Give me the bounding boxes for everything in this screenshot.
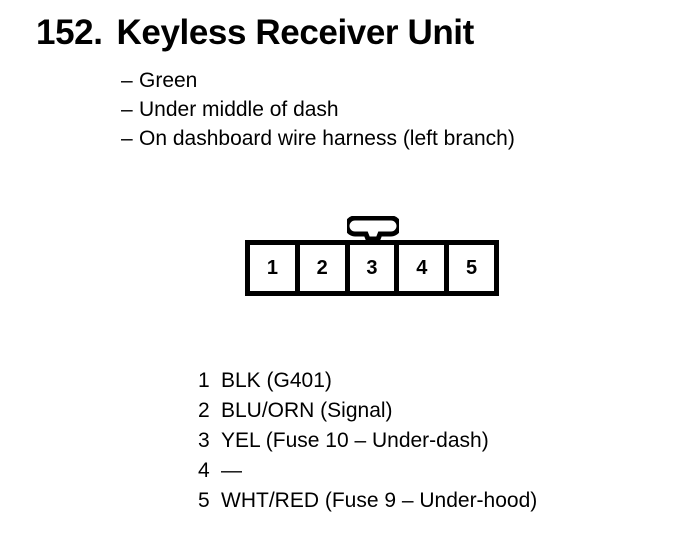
pin-legend-description: WHT/RED (Fuse 9 – Under-hood) — [221, 489, 538, 512]
pin-legend-number: 3 — [198, 429, 210, 452]
note-text: Green — [139, 69, 198, 92]
connector-diagram: 1 2 3 4 5 — [245, 216, 499, 296]
pin-legend-description: BLU/ORN (Signal) — [221, 399, 393, 422]
note-dash-icon: – — [121, 98, 133, 121]
connector-pin-2: 2 — [299, 245, 350, 291]
pin-number-label: 5 — [466, 257, 478, 279]
pin-legend-row: 2 BLU/ORN (Signal) — [198, 396, 537, 426]
pin-number-label: 3 — [366, 257, 378, 279]
note-dash-icon: – — [121, 127, 133, 150]
pin-legend-row: 3 YEL (Fuse 10 – Under-dash) — [198, 426, 537, 456]
note-dash-icon: – — [121, 69, 133, 92]
page-title-number: 152. — [36, 13, 103, 52]
page-title: 152. Keyless Receiver Unit — [36, 12, 474, 54]
location-note-item: –Under middle of dash — [121, 95, 515, 124]
pin-legend-row: 1 BLK (G401) — [198, 366, 537, 396]
page-title-name: Keyless Receiver Unit — [116, 13, 475, 52]
pin-legend-row: 4 — — [198, 456, 537, 486]
pin-legend-row: 5 WHT/RED (Fuse 9 – Under-hood) — [198, 486, 537, 516]
pin-legend-description: YEL (Fuse 10 – Under-dash) — [221, 429, 489, 452]
note-text: On dashboard wire harness (left branch) — [139, 127, 515, 150]
location-note-item: –Green — [121, 66, 515, 95]
pin-legend: 1 BLK (G401) 2 BLU/ORN (Signal) 3 YEL (F… — [198, 366, 537, 516]
location-notes-list: –Green –Under middle of dash –On dashboa… — [121, 66, 515, 153]
pin-legend-description: BLK (G401) — [221, 369, 332, 392]
pin-legend-description: — — [221, 459, 242, 482]
connector-pin-1: 1 — [250, 245, 300, 291]
pin-legend-number: 2 — [198, 399, 210, 422]
locking-tab-icon — [347, 216, 399, 240]
connector-body: 1 2 3 4 5 — [245, 240, 499, 296]
connector-pin-4: 4 — [399, 245, 450, 291]
note-text: Under middle of dash — [139, 98, 339, 121]
pin-legend-number: 4 — [198, 459, 210, 482]
pin-legend-number: 1 — [198, 369, 210, 392]
pin-number-label: 4 — [416, 257, 428, 279]
connector-pin-5: 5 — [449, 245, 494, 291]
connector-pin-3: 3 — [349, 245, 400, 291]
pin-legend-number: 5 — [198, 489, 210, 512]
pin-number-label: 2 — [316, 257, 328, 279]
pin-number-label: 1 — [266, 257, 278, 279]
location-note-item: –On dashboard wire harness (left branch) — [121, 124, 515, 153]
